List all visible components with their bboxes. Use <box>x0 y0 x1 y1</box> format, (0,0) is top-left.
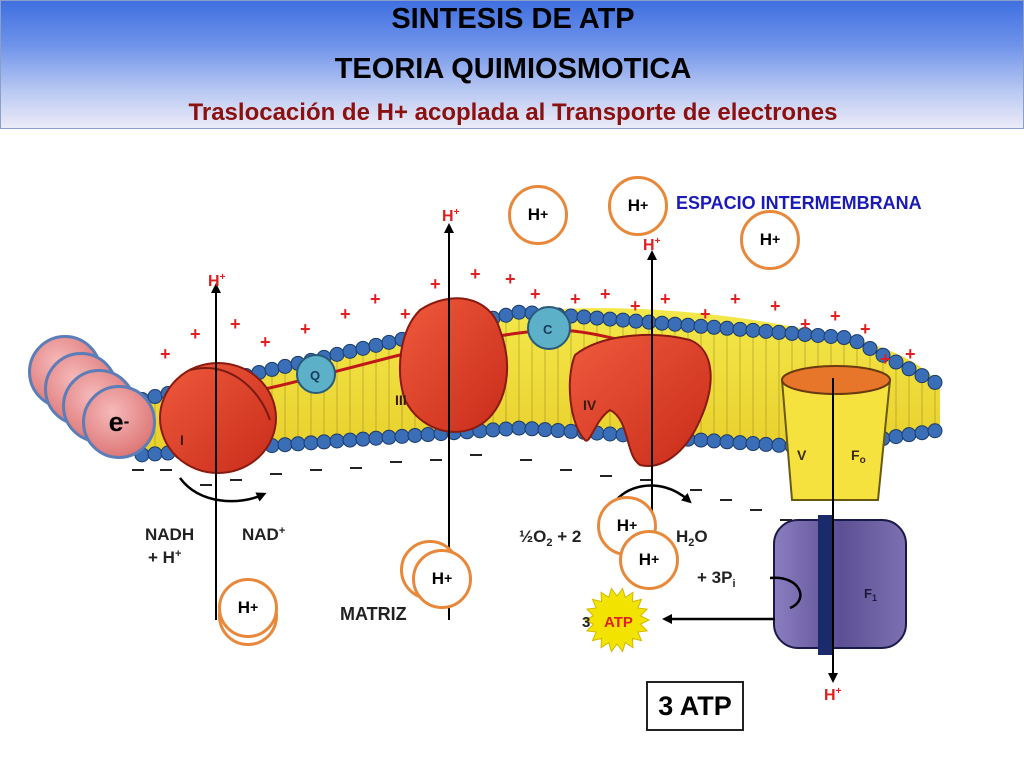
subtitle: Traslocación de H+ acoplada al Transport… <box>188 99 838 126</box>
title-line-2: TEORIA QUIMIOSMOTICA <box>334 53 692 85</box>
svg-text:+: + <box>160 344 171 364</box>
curved-arrow-nadh <box>178 477 267 503</box>
proton-bubble: H+ <box>619 530 679 590</box>
complex-i-label: I <box>180 432 184 448</box>
fo-sub: o <box>860 455 866 466</box>
curved-arrow-phosphate <box>769 576 802 610</box>
complex-iii: III <box>395 297 508 433</box>
h-label-complex-iv: H <box>643 237 655 254</box>
svg-text:+: + <box>905 344 916 364</box>
svg-text:NAD+: NAD+ <box>242 525 285 544</box>
water-text: H <box>676 527 688 546</box>
proton-bubble: H+ <box>508 185 568 245</box>
atp-result-box: 3 ATP <box>646 681 744 731</box>
electron-bubble-front: e- <box>82 385 156 459</box>
svg-text:+: + <box>880 349 891 369</box>
complex-iv-label: IV <box>583 397 597 413</box>
svg-text:+: + <box>570 289 581 309</box>
phosphate-text: + 3P <box>697 568 732 587</box>
svg-text:+: + <box>230 314 241 334</box>
complex-v-fo: V Fo <box>780 365 892 501</box>
svg-text:H+: H+ <box>824 686 842 704</box>
svg-text:+: + <box>370 289 381 309</box>
fo-label: F <box>851 447 860 463</box>
svg-text:F1: F1 <box>864 586 877 603</box>
proton-bubble: H+ <box>218 578 278 638</box>
proton-bubble: H+ <box>740 210 800 270</box>
q-label: Q <box>310 368 320 383</box>
complex-v-f1: F1 <box>773 515 907 655</box>
svg-text:H+: H+ <box>208 272 226 290</box>
svg-text:+: + <box>190 324 201 344</box>
svg-text:+: + <box>430 274 441 294</box>
proton-bubble: H+ <box>608 176 668 236</box>
svg-text:Fo: Fo <box>851 447 866 466</box>
proton-bubble: H+ <box>412 549 472 609</box>
f1-label: F <box>864 586 872 601</box>
matrix-label: MATRIZ <box>340 604 407 624</box>
complex-v-label: V <box>797 447 807 463</box>
c-label: C <box>543 322 553 337</box>
complex-iii-label: III <box>395 392 407 408</box>
title-line-1: SINTESIS DE ATP <box>391 3 635 35</box>
complex-i: I <box>159 362 277 474</box>
svg-text:½O2 + 2: ½O2 + 2 <box>519 527 581 549</box>
svg-text:+: + <box>730 289 741 309</box>
svg-text:+: + <box>300 319 311 339</box>
svg-text:H2O: H2O <box>676 527 708 549</box>
svg-text:+: + <box>530 284 541 304</box>
cytochrome-c: C <box>527 306 571 350</box>
svg-text:+: + <box>505 269 516 289</box>
svg-text:+: + <box>860 319 871 339</box>
svg-text:+: + <box>630 296 641 316</box>
h-label-atp-synthase: H <box>824 687 836 704</box>
svg-text:+: + <box>340 304 351 324</box>
svg-text:+: + <box>700 304 711 324</box>
svg-text:+: + <box>470 264 481 284</box>
svg-text:+: + <box>770 296 781 316</box>
f1-sub: 1 <box>872 593 877 603</box>
ubiquinone: Q <box>296 354 336 394</box>
atp-sun-text: ATP <box>604 614 633 631</box>
svg-text:+: + <box>600 284 611 304</box>
nadh-h-text: + H <box>148 548 175 567</box>
h-label-complex-i: H <box>208 273 220 290</box>
h-label-complex-iii: H <box>442 208 454 225</box>
lipid-bilayer <box>140 308 940 455</box>
atp-sun: 3 ATP <box>582 587 651 653</box>
nadh-text: NADH <box>145 525 194 544</box>
svg-text:H+: H+ <box>643 236 661 254</box>
svg-text:+ 3Pi: + 3Pi <box>697 568 736 590</box>
nad-text: NAD <box>242 525 279 544</box>
svg-text:+: + <box>660 289 671 309</box>
atp-three-text: 3 <box>582 614 590 631</box>
svg-text:H+: H+ <box>442 207 460 225</box>
intermembrane-space-label: ESPACIO INTERMEMBRANA <box>676 193 922 213</box>
title-banner: SINTESIS DE ATP TEORIA QUIMIOSMOTICA Tra… <box>0 0 1024 129</box>
svg-text:+: + <box>260 332 271 352</box>
oxygen-text: ½O <box>519 527 546 546</box>
svg-text:+: + <box>400 304 411 324</box>
svg-text:+: + <box>800 314 811 334</box>
svg-text:+: + <box>830 306 841 326</box>
svg-text:+ H+: + H+ <box>148 548 181 567</box>
